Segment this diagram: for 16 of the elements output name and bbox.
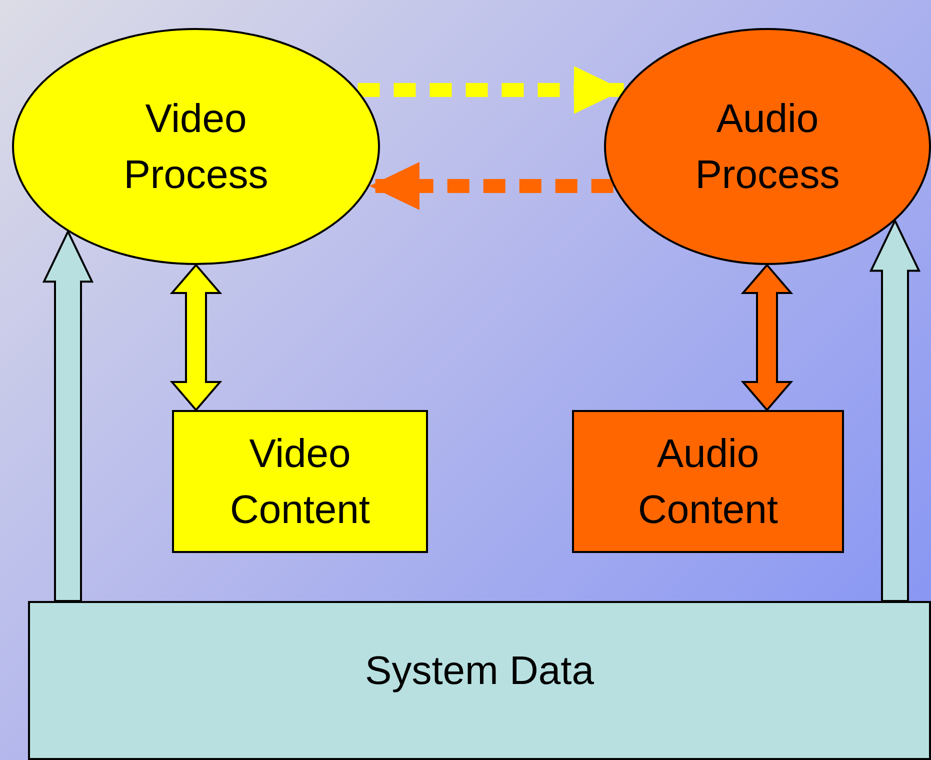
block-arrow	[740, 263, 794, 412]
arrow	[369, 162, 614, 210]
process-ellipse	[12, 28, 380, 265]
content-box	[572, 410, 844, 553]
block-arrow	[42, 229, 94, 602]
block-arrow	[869, 218, 921, 602]
block-arrow	[170, 263, 222, 412]
process-ellipse	[604, 28, 931, 265]
node-label: Audio Process	[694, 96, 841, 198]
node-label: System Data	[364, 648, 595, 695]
node-label: Video Process	[122, 96, 270, 198]
content-box	[172, 410, 428, 553]
arrow	[358, 66, 624, 114]
node-label: Video Content	[228, 430, 372, 534]
node-label: Audio Content	[636, 430, 780, 534]
content-box	[28, 601, 931, 760]
